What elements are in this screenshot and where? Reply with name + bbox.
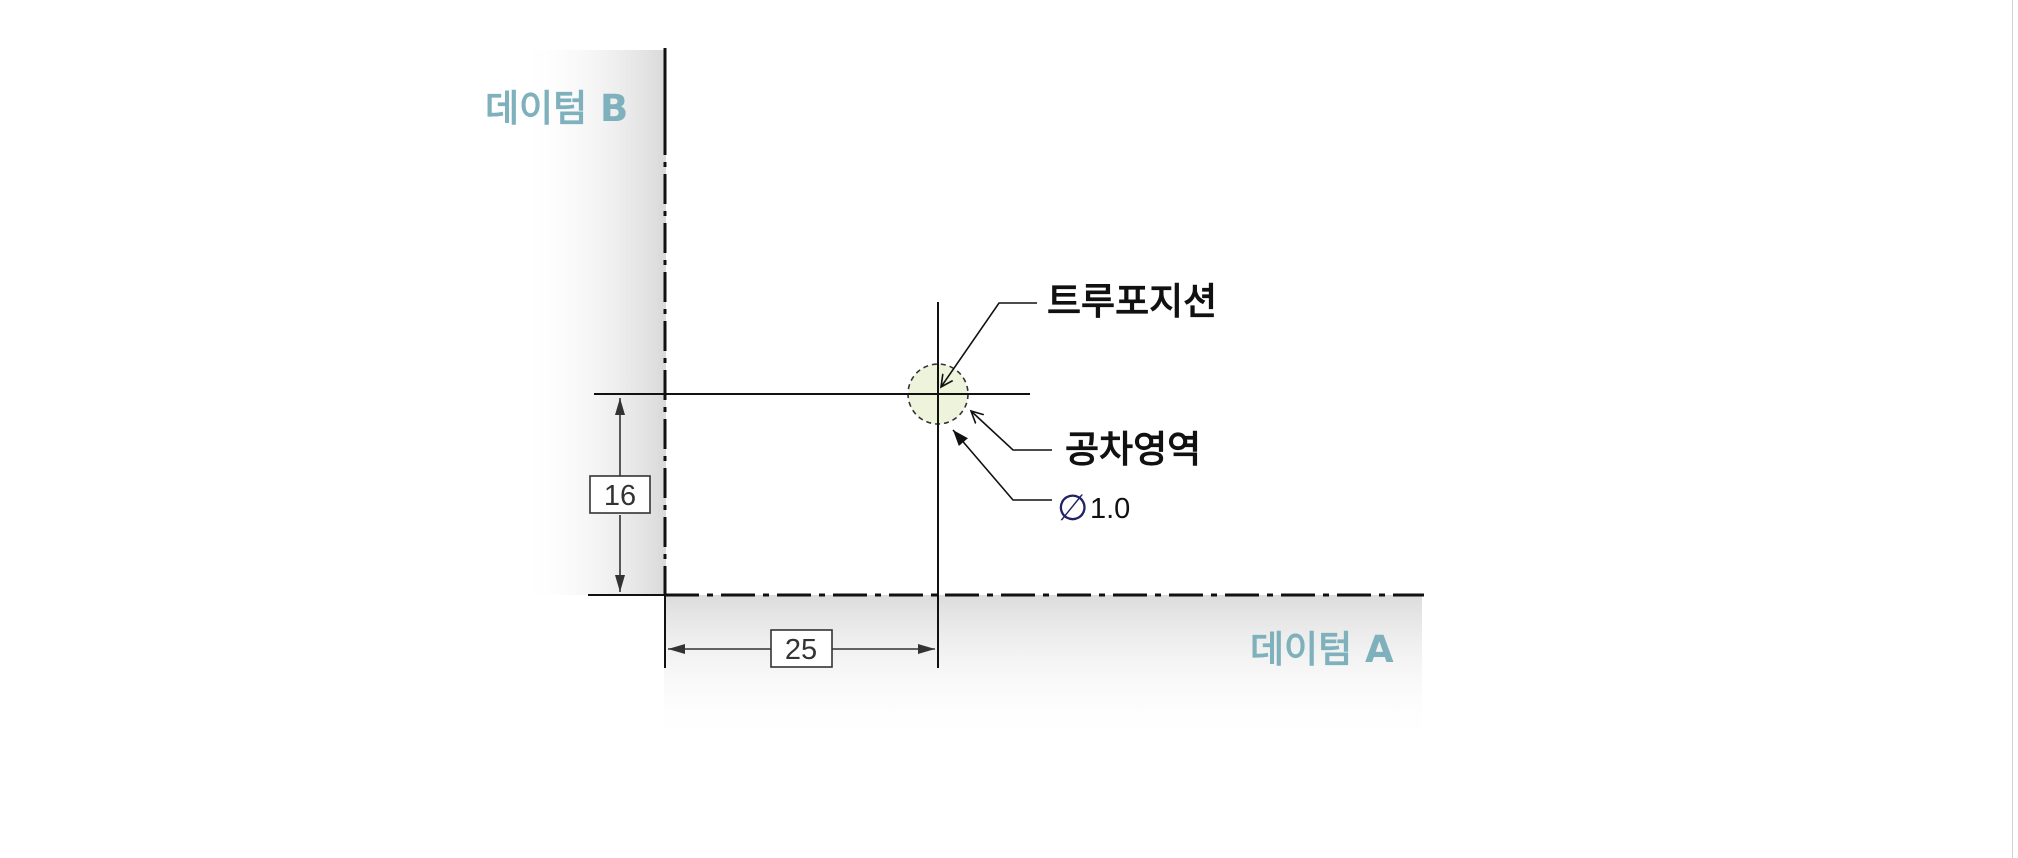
dim-16-box xyxy=(589,475,651,514)
tolerance-zone-leader xyxy=(971,411,1052,451)
dim-16-value: 16 xyxy=(604,480,636,512)
true-position-label: 트루포지션 xyxy=(1047,280,1217,323)
datum-b-label: 데이텀 B xyxy=(485,87,628,130)
true-position-leader xyxy=(941,302,1037,387)
diameter-leader xyxy=(952,429,1052,501)
tolerance-value: 1.0 xyxy=(1090,493,1130,525)
datum-a-plane xyxy=(664,595,1422,745)
dim-25-value: 25 xyxy=(785,634,817,666)
dim-25-box xyxy=(770,629,833,668)
tolerance-zone-label: 공차영역 xyxy=(1065,428,1201,471)
datum-a-label: 데이텀 A xyxy=(1250,628,1394,671)
right-border-line xyxy=(2012,0,2013,858)
diameter-symbol: ∅ xyxy=(1057,488,1088,529)
